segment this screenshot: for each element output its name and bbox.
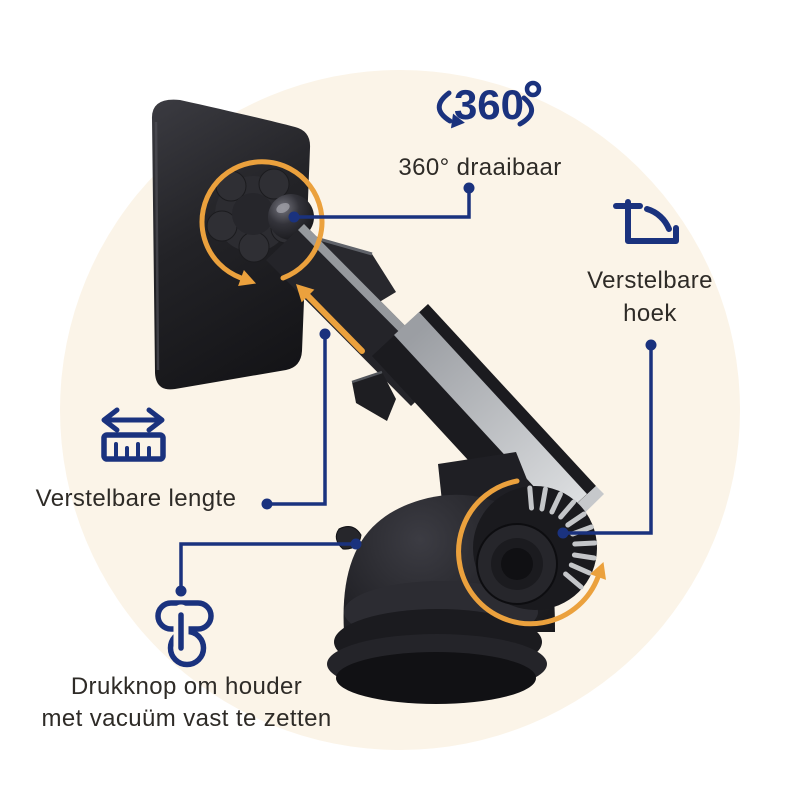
degree-circle: [524, 80, 542, 98]
callout-dot: [557, 527, 569, 539]
callout-line-rotation: [294, 188, 471, 219]
suction-cup: [327, 581, 547, 704]
vacuum-label: Drukknop om houder met vacuüm vast te ze…: [41, 673, 332, 732]
rotation-label: 360° draaibaar: [398, 154, 562, 181]
callout-dot: [319, 328, 331, 340]
callout-line-vacuum: [179, 542, 356, 591]
angle-label: Verstelbare hoek: [587, 267, 713, 327]
release-tab: [351, 370, 396, 421]
length-label: Verstelbare lengte: [35, 485, 237, 512]
rotation-arrow-circle: [199, 159, 325, 281]
callout-dot: [261, 498, 273, 510]
callout-dot: [645, 339, 657, 351]
callout-dot: [288, 211, 300, 223]
extend-arrow: [305, 293, 365, 354]
knob-rotation-arrow: [456, 478, 601, 627]
callout-dot: [175, 585, 187, 597]
rotation-knob: [206, 168, 302, 263]
icon-360-text: 360: [454, 81, 524, 128]
knurl-ridges: [527, 485, 598, 590]
adjustable-angle-icon: [613, 199, 679, 244]
rotation-arrowhead: [238, 270, 257, 286]
press-button-icon: [155, 600, 214, 668]
callout-dot: [350, 538, 362, 550]
knob-arrowhead: [590, 561, 606, 580]
callout-dot: [463, 182, 475, 194]
lock-button: [501, 548, 533, 580]
adjustable-length-icon: [101, 407, 166, 462]
callout-line-length: [267, 334, 327, 506]
callout-line-angle: [563, 345, 653, 535]
extend-arrowhead: [295, 283, 315, 303]
rotate-360-icon: 360: [436, 80, 542, 129]
locking-knob: [473, 485, 598, 610]
